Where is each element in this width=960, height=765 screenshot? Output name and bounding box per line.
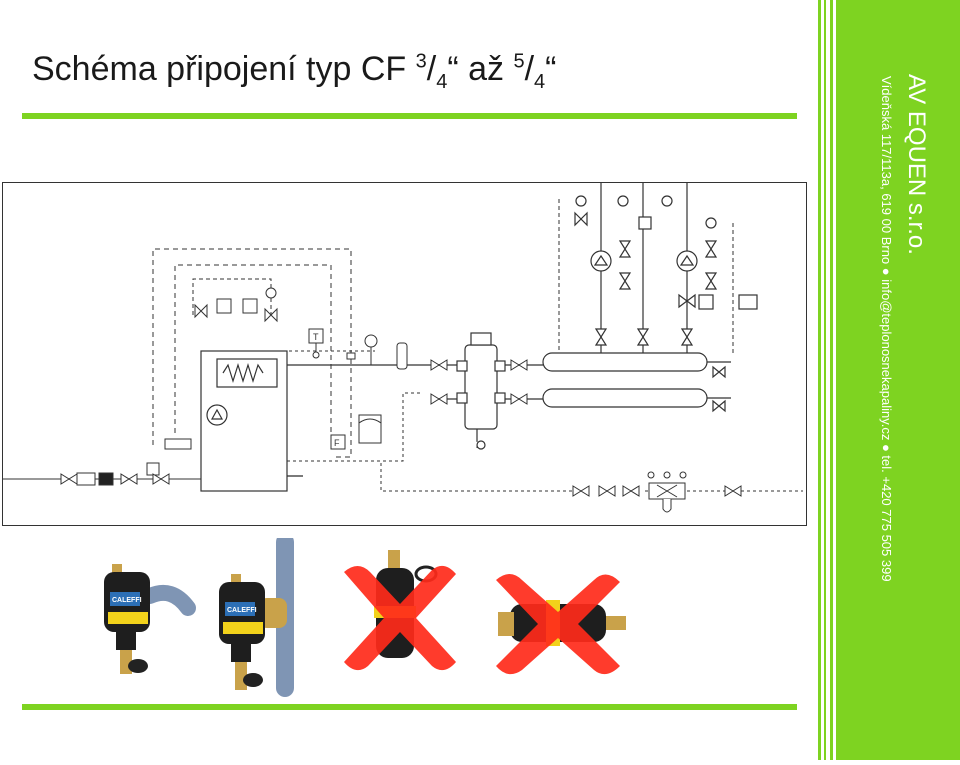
- product-crossed-horizontal: [496, 574, 626, 675]
- title-prefix: Schéma připojení typ CF: [32, 50, 416, 88]
- dashed-line-a: [284, 350, 375, 359]
- bottom-green-rule: [22, 704, 797, 710]
- control-loop-inner: [174, 264, 332, 443]
- product-dirt-separator-1: CALEFFI: [104, 564, 196, 674]
- top-green-rule: [22, 113, 797, 119]
- bottom-line-fittings: [572, 471, 742, 513]
- right-dashed-line: [558, 199, 701, 370]
- air-separator-icon: [396, 342, 408, 370]
- page-title: Schéma připojení typ CF 3/4“ až 5/4“: [32, 50, 557, 93]
- label-f: F: [334, 438, 340, 448]
- sidebar-stripes: [818, 0, 960, 760]
- dirt-separator: [456, 332, 506, 450]
- title-frac2-den: 4: [534, 70, 546, 93]
- company-name: AV EQUEN s.r.o.: [903, 74, 930, 255]
- reject-cross-icon: [496, 574, 620, 675]
- product-crossed-vertical: [344, 550, 456, 671]
- brand-label-2: CALEFFI: [227, 607, 257, 614]
- boiler: [200, 350, 288, 492]
- title-suffix: “: [545, 50, 557, 88]
- sidebar: AV EQUEN s.r.o. Vídeňská 117/113a, 619 0…: [818, 0, 960, 760]
- company-contact: Vídeňská 117/113a, 619 00 Brno ● info@te…: [879, 76, 894, 582]
- brand-label-1: CALEFFI: [112, 597, 142, 604]
- flow-sensor-box: [330, 434, 346, 450]
- bottom-dotted-line: [380, 463, 573, 492]
- title-frac1-den: 4: [436, 70, 448, 93]
- safety-group-line: [192, 278, 272, 315]
- title-frac1-num: 3: [415, 50, 427, 73]
- hydraulic-scheme: T F P P A: [3, 183, 803, 513]
- reject-cross-icon: [344, 565, 456, 671]
- water-inlet: [3, 438, 201, 486]
- heating-circuits: [574, 183, 758, 353]
- product-dirt-separator-2: CALEFFI: [219, 538, 294, 697]
- sensor: [346, 352, 356, 360]
- title-frac2-num: 5: [513, 50, 525, 73]
- title-middle: “ až: [447, 50, 514, 88]
- distribution-headers: [542, 352, 731, 413]
- connection-diagram: T F P P A: [2, 182, 807, 526]
- label-t: T: [313, 332, 319, 342]
- manometer-icon: [364, 334, 378, 348]
- supply-pipe: [287, 364, 543, 477]
- control-loop-outer: [152, 248, 352, 458]
